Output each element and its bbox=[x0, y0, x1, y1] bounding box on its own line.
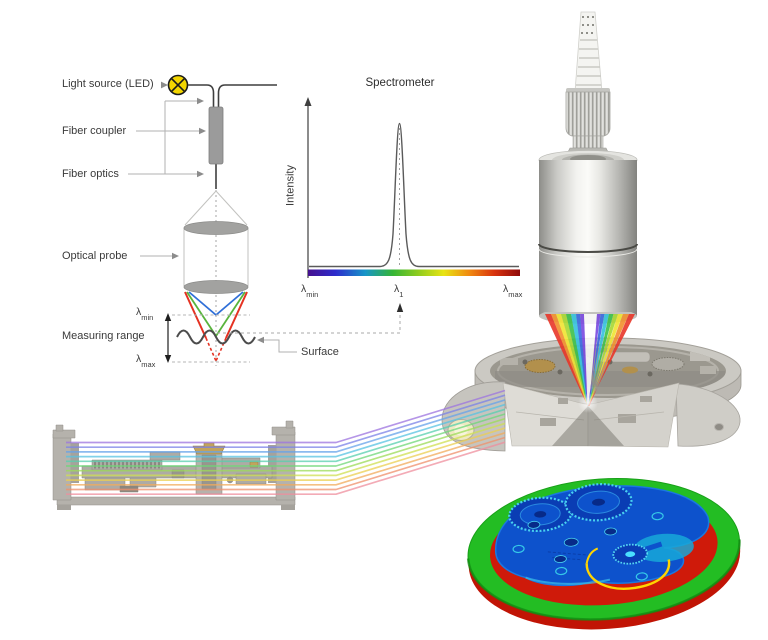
boot-dots bbox=[581, 16, 595, 34]
light-source-label: Light source (LED) bbox=[62, 78, 154, 90]
cross-section-render bbox=[52, 420, 296, 510]
optical-probe-shape bbox=[183, 190, 249, 366]
lambda-max-label: λmax bbox=[136, 353, 156, 370]
watch-cutaway-render bbox=[441, 337, 742, 452]
x-tick-lambda-min: λmin bbox=[301, 283, 319, 300]
cutaway-faces bbox=[502, 382, 680, 448]
spectrometer-plot bbox=[304, 97, 520, 278]
fiber-schematic bbox=[128, 74, 404, 366]
x-tick-lambda-1: λ1 bbox=[394, 283, 404, 300]
lambda-min-label: λmin bbox=[136, 306, 154, 323]
boot-ribs bbox=[576, 39, 601, 86]
watch-lug-right bbox=[675, 383, 741, 447]
fiber-coupler-shape bbox=[208, 106, 224, 165]
fiber-lines bbox=[188, 84, 277, 189]
fiber-coupler-label: Fiber coupler bbox=[62, 125, 127, 137]
wavelength-axis-bar bbox=[308, 269, 520, 276]
x-tick-lambda-max: λmax bbox=[503, 283, 523, 300]
led-symbol-icon bbox=[167, 74, 189, 96]
annotation-connectors bbox=[128, 100, 297, 353]
heightmap-screws bbox=[512, 512, 664, 581]
beam-lines bbox=[66, 389, 506, 496]
probe-3d-render bbox=[538, 11, 638, 324]
spectrum-curve bbox=[309, 122, 519, 268]
optical-probe-label: Optical probe bbox=[62, 250, 128, 262]
y-axis-arrow bbox=[304, 97, 312, 106]
measuring-range-indicator bbox=[164, 313, 250, 363]
intensity-axis-label: Intensity bbox=[284, 165, 297, 206]
surface-label: Surface bbox=[301, 346, 339, 358]
heightmap-render bbox=[466, 478, 741, 630]
fiber-optics-label: Fiber optics bbox=[62, 168, 119, 180]
spectrometer-title: Spectrometer bbox=[365, 77, 435, 89]
movement-top-parts bbox=[495, 351, 725, 387]
surface-wave bbox=[176, 329, 256, 345]
rainbow-cone bbox=[545, 314, 635, 413]
peak-link-dashed bbox=[217, 303, 404, 334]
connector-arrowheads bbox=[161, 81, 264, 344]
measuring-range-label: Measuring range bbox=[62, 330, 145, 342]
